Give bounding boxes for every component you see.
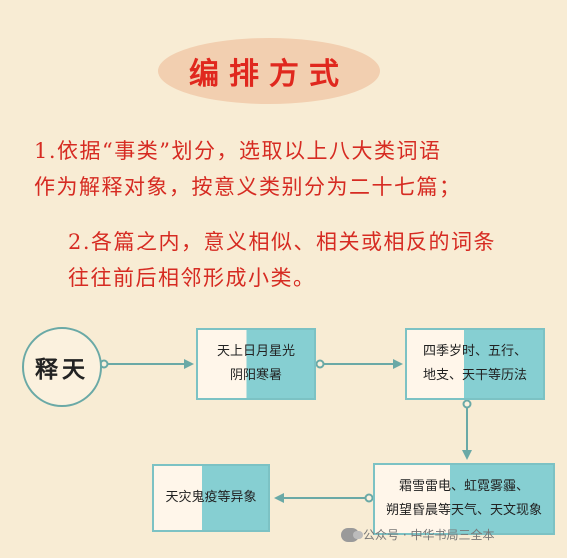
title-banner: 编排方式	[158, 38, 380, 104]
paragraph-2-line-2: 往往前后相邻形成小类。	[68, 266, 316, 290]
page-title: 编排方式	[189, 57, 349, 92]
flow-box-1-line-1: 天上日月星光	[216, 344, 295, 359]
flow-box-1: 天上日月星光 阴阳寒暑	[196, 328, 316, 400]
flow-box-1-line-2: 阴阳寒暑	[229, 368, 282, 383]
flow-box-2-line-1: 四季岁时、五行、	[422, 344, 527, 359]
watermark-text: 公众号 · 中华书局三全本	[363, 528, 495, 542]
connector-box2-box3	[462, 399, 472, 460]
wechat-icon	[341, 527, 363, 542]
flow-box-3-line-2: 朔望昏晨等天气、天文现象	[385, 503, 542, 518]
flow-box-4-line-1: 天灾鬼疫等异象	[165, 490, 257, 505]
connector-box1-box2	[315, 359, 403, 369]
flow-box-3-line-1: 霜雪雷电、虹霓雾霾、	[398, 479, 529, 494]
flow-box-2: 四季岁时、五行、 地支、天干等历法	[405, 328, 545, 400]
flow-box-3: 霜雪雷电、虹霓雾霾、 朔望昏晨等天气、天文现象	[373, 463, 555, 535]
paragraph-2: 2.各篇之内，意义相似、相关或相反的词条 往往前后相邻形成小类。	[68, 224, 496, 296]
paragraph-2-line-1: 2.各篇之内，意义相似、相关或相反的词条	[68, 230, 497, 254]
watermark: 公众号 · 中华书局三全本	[341, 526, 494, 543]
flow-box-4: 天灾鬼疫等异象	[152, 464, 270, 532]
flow-box-2-line-2: 地支、天干等历法	[422, 368, 527, 383]
paragraph-1: 1.依据“事类”划分，选取以上八大类词语 作为解释对象，按意义类别分为二十七篇；	[34, 133, 462, 205]
paragraph-1-line-2: 作为解释对象，按意义类别分为二十七篇；	[34, 175, 462, 199]
connector-root-box1	[99, 359, 194, 369]
connector-box3-box4	[274, 493, 374, 503]
paragraph-1-line-1: 1.依据“事类”划分，选取以上八大类词语	[34, 139, 442, 163]
root-node: 释天	[22, 327, 102, 407]
root-label: 释天	[35, 356, 89, 383]
